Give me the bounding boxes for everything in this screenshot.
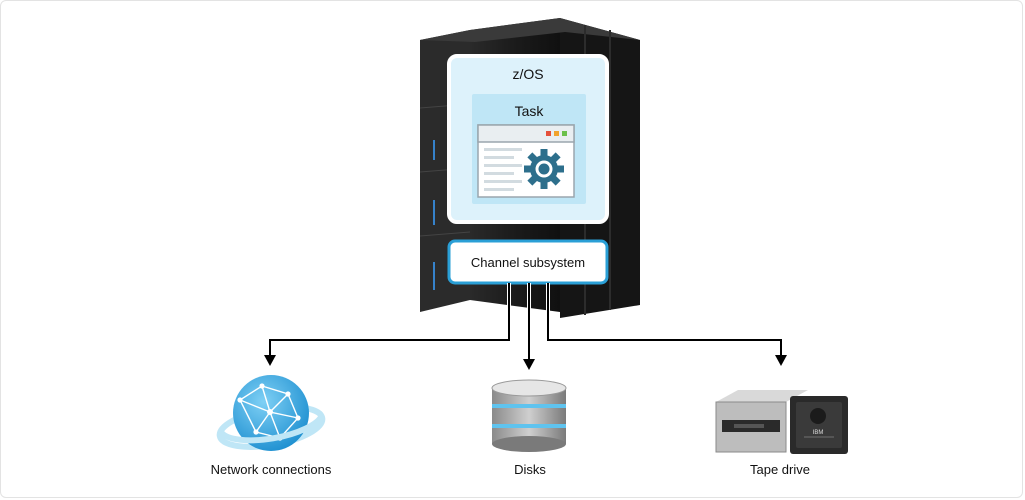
channel-subsystem-label: Channel subsystem	[470, 255, 586, 270]
tape-brand-logo: IBM	[813, 430, 824, 436]
network-connections-label: Network connections	[210, 462, 332, 477]
arrow-to-disks	[523, 359, 535, 370]
arrow-to-network	[264, 355, 276, 366]
channel-connectors	[268, 283, 783, 360]
disks-label: Disks	[514, 462, 546, 477]
zos-label: z/OS	[512, 66, 544, 82]
task-label: Task	[514, 103, 544, 119]
tape-drive-label: Tape drive	[750, 462, 810, 477]
arrow-to-tape	[775, 355, 787, 366]
globe-icon	[216, 375, 326, 451]
app-window-icon	[477, 124, 575, 198]
tape-drive-icon	[715, 390, 848, 454]
disk-stack-icon	[491, 379, 567, 452]
gear-icon	[524, 149, 564, 189]
